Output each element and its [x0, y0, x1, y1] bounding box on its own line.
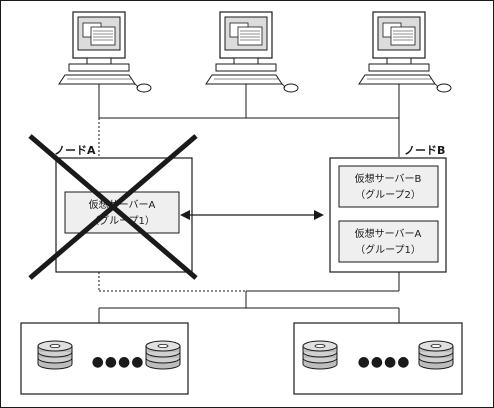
failover-arrow-icon: [180, 210, 324, 220]
failure-cross-icon: [28, 134, 198, 280]
storage-array-left: ●●●●: [20, 322, 189, 395]
storage-array-right: ●●●●: [293, 322, 463, 395]
virtual-server-group: （グループ1）: [355, 243, 421, 256]
node-a: ノードA 仮想サーバーA （グループ1）: [28, 134, 198, 280]
workstation-icon: [205, 11, 299, 93]
disk-stack-icon: [37, 340, 73, 370]
workstation-icon: [58, 11, 152, 93]
workstation-icon: [358, 11, 452, 93]
node-b-virtual-server-b: [338, 165, 439, 208]
virtual-server-group: （グループ2）: [355, 188, 421, 201]
virtual-server-name: 仮想サーバーB: [355, 172, 422, 185]
disk-stack-icon: [145, 340, 181, 370]
virtual-server-group: （グループ1）: [89, 214, 155, 227]
node-b-virtual-server-a: [338, 220, 439, 263]
client-workstations: [58, 11, 452, 93]
storage-network-lines: [98, 272, 400, 323]
node-b-label: ノードB: [404, 144, 445, 157]
node-a-label: ノードA: [54, 144, 96, 157]
disk-stack-icon: [302, 340, 338, 370]
disk-ellipsis: ●●●●: [358, 354, 411, 370]
node-b: ノードB 仮想サーバーB （グループ2） 仮想サーバーA （グループ1）: [329, 144, 447, 273]
disk-ellipsis: ●●●●: [92, 354, 145, 370]
disk-stack-icon: [418, 340, 454, 370]
virtual-server-name: 仮想サーバーA: [355, 227, 422, 240]
client-network-lines: [98, 84, 400, 157]
